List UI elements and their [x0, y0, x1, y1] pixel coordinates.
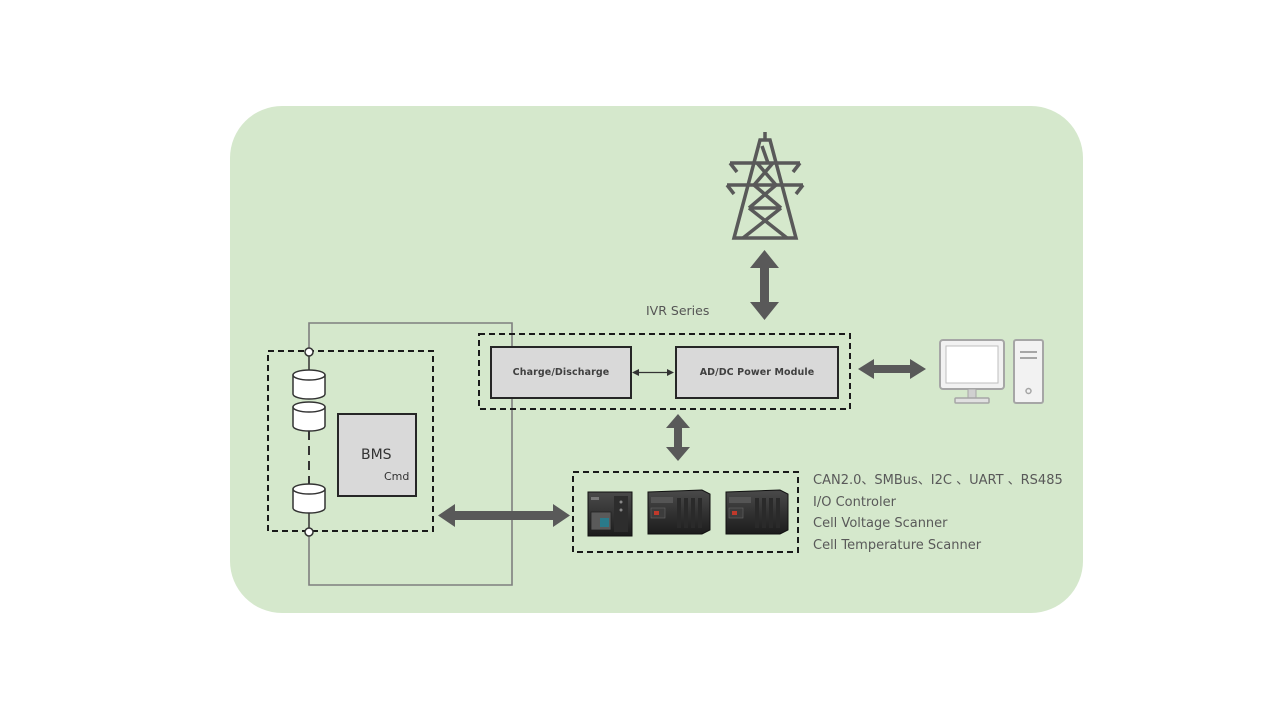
grid-to-ivr-arrow	[750, 250, 779, 320]
ivr-to-scanner-arrow	[666, 414, 690, 461]
ivr-series-title: IVR Series	[646, 303, 710, 318]
protocol-line: Cell Temperature Scanner	[813, 538, 982, 554]
scanner-device-icon	[725, 489, 789, 535]
battery-string	[304, 347, 314, 537]
protocol-line: Cell Voltage Scanner	[813, 516, 948, 532]
protocol-line: CAN2.0、SMBus、I2C 、UART 、RS485	[813, 473, 1063, 488]
pc-tower-icon	[1013, 339, 1044, 404]
computer-monitor-icon	[939, 339, 1005, 404]
scanner-devices-box	[572, 471, 799, 553]
protocol-line: I/O Controler	[813, 494, 896, 510]
bms-box	[337, 413, 417, 497]
power-tower-icon	[725, 132, 805, 240]
bms-label: BMS	[361, 447, 392, 463]
terminal-top	[304, 347, 314, 357]
ivr-to-pc-arrow	[858, 359, 926, 379]
battery-pack-box	[267, 350, 434, 532]
scanner-device-icon	[647, 489, 711, 535]
ac-dc-module-box	[675, 346, 839, 399]
ivr-series-box	[478, 333, 851, 410]
internal-link-arrow	[632, 369, 674, 376]
ac-dc-module-label: AD/DC Power Module	[699, 367, 815, 378]
battery-cell-icon	[292, 369, 326, 400]
bms-cmd-label: Cmd	[384, 470, 410, 483]
scanner-device-icon	[587, 491, 633, 537]
charge-discharge-box	[490, 346, 632, 399]
charge-discharge-label: Charge/Discharge	[512, 367, 610, 378]
battery-cell-icon	[292, 401, 326, 432]
battery-cell-icon	[292, 483, 326, 514]
battery-to-scanner-arrow	[438, 504, 570, 527]
terminal-bottom	[304, 527, 314, 537]
protocol-list: CAN2.0、SMBus、I2C 、UART 、RS485 I/O Contro…	[813, 470, 1063, 557]
battery-wire-loop	[308, 322, 513, 586]
